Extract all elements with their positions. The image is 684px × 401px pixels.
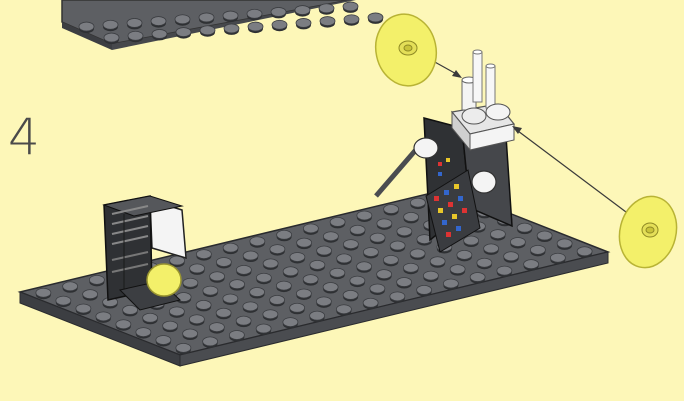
antenna-tower-icon bbox=[452, 50, 514, 150]
satellite-dish-icon bbox=[612, 190, 684, 273]
previous-step-baseplate bbox=[62, 0, 383, 50]
computer-console-icon bbox=[104, 196, 186, 310]
